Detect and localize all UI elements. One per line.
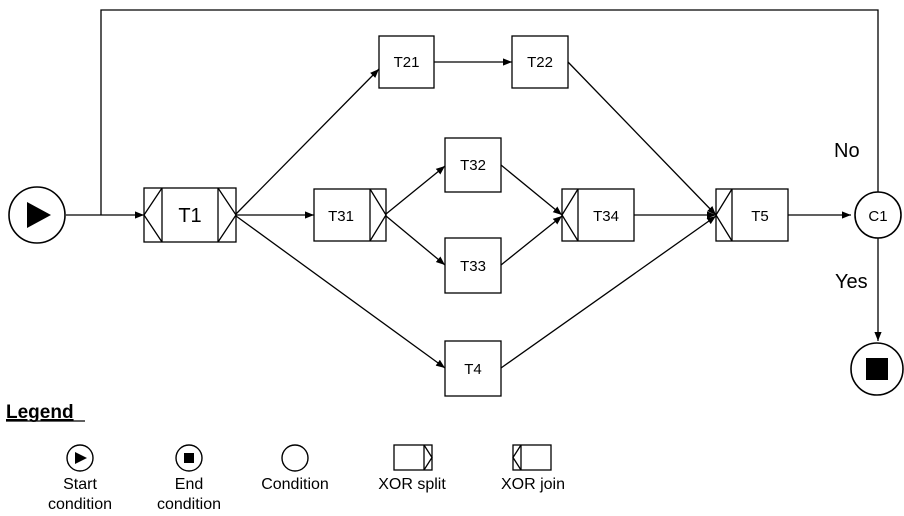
- end-condition-node: [850, 342, 904, 396]
- xor-join-icon: [512, 444, 552, 471]
- edge-t31-to-t33: [385, 215, 446, 266]
- task-t34: T34: [561, 188, 635, 242]
- legend-item-start-condition: Start condition: [48, 444, 112, 513]
- xor-join-marker: [715, 188, 733, 242]
- end-condition-icon: [175, 444, 203, 472]
- condition-c1-label: C1: [868, 208, 887, 225]
- legend-label-end-line2: condition: [157, 496, 221, 513]
- task-t21: T21: [378, 35, 435, 89]
- edges: [66, 9, 882, 369]
- task-t33-label: T33: [460, 258, 486, 275]
- edge-t33-to-t34: [500, 215, 563, 266]
- edge-t1-to-t21: [235, 68, 380, 215]
- task-t32: T32: [444, 137, 502, 193]
- legend-label-xor-split: XOR split: [378, 476, 446, 493]
- task-t5-label: T5: [751, 208, 769, 225]
- legend-item-condition: Condition: [261, 444, 329, 493]
- task-t1-label: T1: [178, 205, 201, 227]
- task-t31-label: T31: [328, 208, 354, 225]
- task-t22-label: T22: [527, 54, 553, 71]
- legend-label-xor-join: XOR join: [501, 476, 565, 493]
- condition-icon: [281, 444, 309, 472]
- condition-c1-node: C1: [854, 191, 902, 239]
- edge-t4-to-t5: [500, 215, 717, 369]
- stop-icon: [866, 358, 888, 380]
- task-t1: T1: [143, 187, 237, 243]
- edge-t1-to-t4: [235, 215, 446, 369]
- xor-split-marker: [369, 188, 387, 242]
- edge-t22-to-t5: [567, 61, 717, 216]
- legend-item-xor-join: XOR join: [501, 444, 565, 493]
- legend-label-start-line1: Start: [63, 476, 97, 493]
- edge-label-no: No: [834, 140, 860, 162]
- xor-split-icon: [393, 444, 433, 471]
- start-condition-icon: [66, 444, 94, 472]
- legend-title: Legend: [6, 402, 74, 423]
- task-t33: T33: [444, 237, 502, 294]
- legend-item-end-condition: End condition: [157, 444, 221, 513]
- xor-join-marker: [561, 188, 579, 242]
- task-t5: T5: [715, 188, 789, 242]
- xor-join-marker: [143, 187, 163, 243]
- task-t21-label: T21: [394, 54, 420, 71]
- edge-t31-to-t32: [385, 165, 446, 215]
- play-icon: [27, 202, 51, 228]
- edge-label-yes: Yes: [835, 271, 868, 293]
- legend-label-condition: Condition: [261, 476, 329, 493]
- edge-c1-no-loop: [100, 9, 879, 215]
- xor-split-marker: [217, 187, 237, 243]
- legend: Legend Start condition End condition Con…: [6, 402, 565, 513]
- edge-t32-to-t34: [500, 164, 563, 216]
- start-condition-node: [8, 186, 66, 244]
- task-t4-label: T4: [464, 361, 482, 378]
- task-t31: T31: [313, 188, 387, 242]
- legend-item-xor-split: XOR split: [378, 444, 446, 493]
- task-t4: T4: [444, 340, 502, 397]
- task-t34-label: T34: [593, 208, 619, 225]
- legend-label-end-line1: End: [175, 476, 203, 493]
- legend-label-start-line2: condition: [48, 496, 112, 513]
- task-t32-label: T32: [460, 157, 486, 174]
- task-t22: T22: [511, 35, 569, 89]
